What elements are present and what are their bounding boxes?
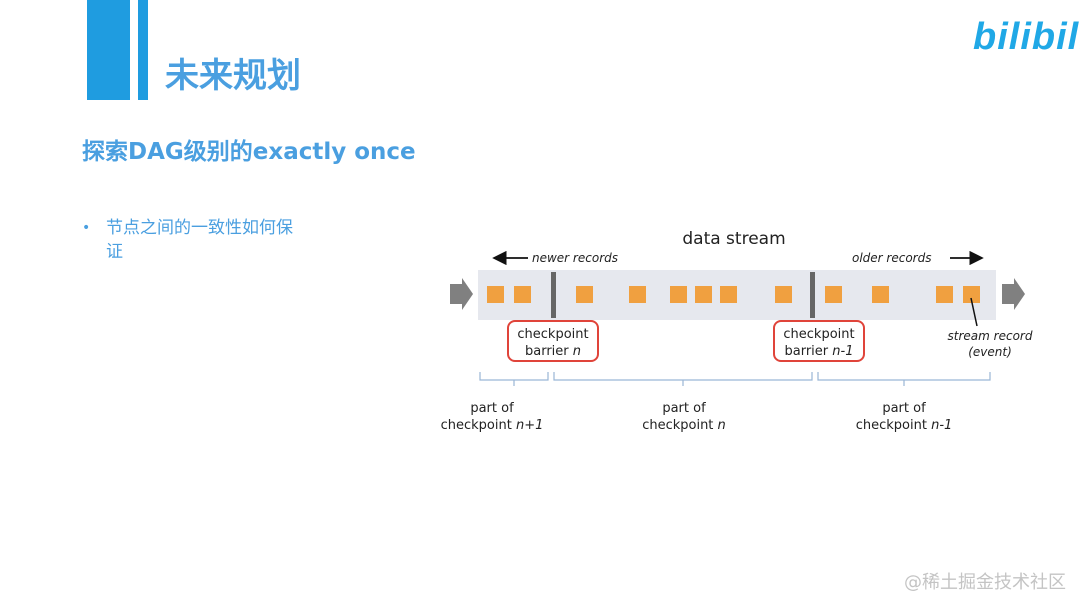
barrier-n-minus-1-line <box>810 272 815 318</box>
stream-output-arrow-icon <box>1002 278 1025 310</box>
stream-record <box>514 286 531 303</box>
older-records-label: older records <box>852 251 931 265</box>
barrier-n-minus-1-label-line2: barrier n-1 <box>785 344 854 359</box>
stream-record <box>775 286 792 303</box>
part-n-line1: part of <box>662 401 706 416</box>
barrier-n-callout <box>507 320 599 362</box>
newer-records-label: newer records <box>532 251 618 265</box>
stream-record <box>629 286 646 303</box>
part-n-minus-1-line2: checkpoint n-1 <box>856 418 953 433</box>
bullet-text: 节点之间的一致性如何保证 <box>106 218 293 262</box>
stream-record <box>720 286 737 303</box>
bracket-checkpoint-n-plus-1 <box>479 372 549 386</box>
stream-records <box>487 286 980 303</box>
bracket-checkpoint-n-minus-1 <box>817 372 991 386</box>
stream-record <box>695 286 712 303</box>
bilibili-logo: bilibili <box>973 16 1080 58</box>
part-n-line2: checkpoint n <box>642 418 726 433</box>
bullet-list-item: • 节点之间的一致性如何保证 <box>82 216 312 264</box>
barrier-n-label-line1: checkpoint <box>517 327 588 342</box>
stream-record <box>963 286 980 303</box>
data-stream-diagram: data stream newer records older records … <box>441 229 1033 433</box>
stream-record <box>487 286 504 303</box>
barrier-n-line <box>551 272 556 318</box>
stream-record-event-label: (event) <box>968 345 1012 359</box>
stream-record <box>872 286 889 303</box>
stream-input-arrow-icon <box>450 278 473 310</box>
accent-bar <box>87 0 130 100</box>
diagram-title: data stream <box>682 229 785 249</box>
page-title: 未来规划 <box>165 56 301 96</box>
stream-record <box>936 286 953 303</box>
barrier-n-minus-1-label-line1: checkpoint <box>783 327 854 342</box>
bullet-dot-icon: • <box>82 220 91 236</box>
accent-bar-thin <box>138 0 148 100</box>
stream-record-label: stream record <box>948 329 1033 343</box>
stream-record-pointer <box>970 297 978 327</box>
section-subtitle: 探索DAG级别的exactly once <box>82 139 416 165</box>
part-n-plus-1-line1: part of <box>470 401 514 416</box>
footer-watermark: @稀土掘金技术社区 <box>904 572 1066 593</box>
barrier-n-label-line2: barrier n <box>525 344 581 359</box>
barrier-n-minus-1-callout <box>773 320 865 362</box>
part-n-minus-1-line1: part of <box>882 401 926 416</box>
stream-record <box>825 286 842 303</box>
part-n-plus-1-line2: checkpoint n+1 <box>441 418 544 433</box>
stream-record <box>670 286 687 303</box>
bracket-checkpoint-n <box>553 372 813 386</box>
partition-brackets <box>479 372 991 386</box>
stream-record <box>576 286 593 303</box>
